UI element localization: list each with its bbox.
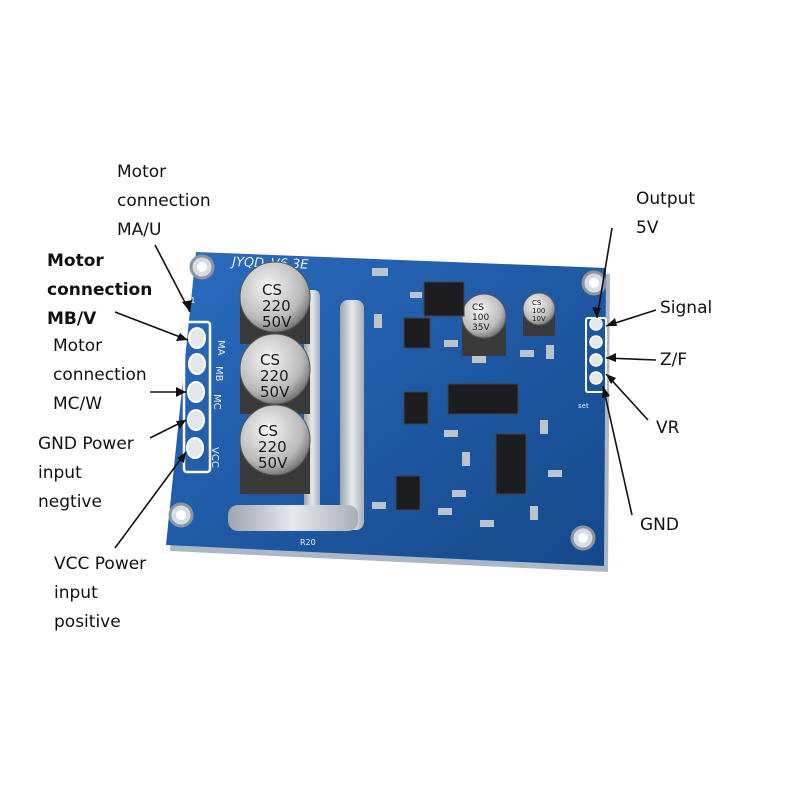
resistor-label: R20 — [300, 538, 316, 547]
cap2-line3: 50V — [260, 383, 290, 401]
cap3-line2: 220 — [258, 438, 287, 456]
cap3-line3: 50V — [258, 454, 288, 472]
capacitor-2 — [239, 333, 311, 414]
svg-text:100: 100 — [532, 307, 545, 315]
svg-text:100: 100 — [472, 313, 489, 323]
pin-label-mc: MC — [211, 394, 222, 410]
arrow-heads — [176, 300, 617, 463]
ic-chips — [395, 281, 527, 511]
pin-label-mb: MB — [213, 366, 224, 382]
power-header — [182, 320, 212, 474]
header-pins — [186, 327, 206, 459]
label-gnd: GND — [640, 515, 679, 535]
label-zf: Z/F — [660, 350, 688, 370]
cap1-line2: 220 — [262, 297, 291, 315]
capacitor-100uf-10v: CS 100 10V — [522, 292, 556, 336]
cap1-line1: CS — [262, 281, 282, 299]
capacitor-3 — [239, 404, 311, 494]
callout-arrows — [114, 227, 657, 549]
capacitor-1 — [239, 261, 311, 344]
label-signal: Signal — [660, 298, 713, 318]
pin-label-ma: MA — [215, 340, 226, 356]
cap2-line2: 220 — [260, 367, 289, 385]
svg-text:CS: CS — [472, 303, 484, 313]
svg-text:10V: 10V — [532, 315, 546, 323]
label-vr: VR — [656, 418, 680, 438]
set-label: set — [578, 402, 589, 410]
pin-label-vcc: VCC — [209, 447, 220, 468]
cap2-line1: CS — [260, 351, 280, 369]
cap1-line3: 50V — [262, 313, 292, 331]
svg-text:CS: CS — [532, 299, 542, 307]
signal-pins — [589, 317, 603, 385]
cap3-line1: CS — [258, 422, 278, 440]
capacitor-100uf-35v: CS 100 35V — [461, 293, 507, 356]
svg-text:35V: 35V — [472, 323, 490, 333]
smd-components — [372, 268, 562, 527]
